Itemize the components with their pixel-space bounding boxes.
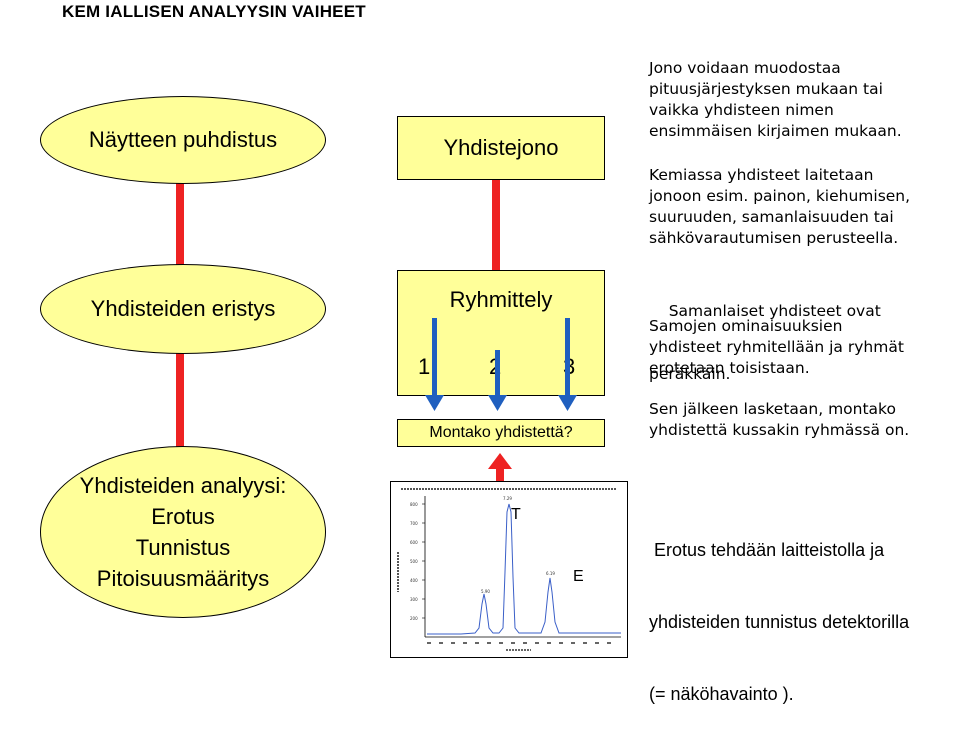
text-line: yhdisteet ryhmitellään ja ryhmät: [649, 338, 904, 356]
text-line: Samanlaiset yhdisteet ovat: [649, 302, 881, 320]
text-line: Samojen ominaisuuksien: [649, 317, 843, 335]
svg-text:600: 600: [410, 540, 418, 545]
text-line: Erotus tehdään laitteistolla ja: [649, 540, 885, 560]
ellipse-analysis: Yhdisteiden analyysi: Erotus Tunnistus P…: [40, 446, 326, 618]
page-title: KEM IALLISEN ANALYYSIN VAIHEET: [62, 2, 366, 21]
count-box: Montako yhdistettä?: [397, 419, 605, 447]
analysis-separation: Erotus: [151, 504, 215, 529]
svg-text:200: 200: [410, 616, 418, 621]
svg-text:400: 400: [410, 578, 418, 583]
group-arrows: [425, 318, 577, 411]
paragraph-queue: Jono voidaan muodostaa pituusjärjestykse…: [649, 58, 902, 142]
peak-label-t: T: [511, 506, 521, 523]
paragraph-chemistry: Kemiassa yhdisteet laitetaan jonoon esim…: [649, 165, 910, 249]
text-line: pituusjärjestyksen mukaan tai: [649, 80, 883, 98]
ellipse-isolation: Yhdisteiden eristys: [40, 264, 326, 354]
chromatogram-plot: 800 700 600 500 400 300 200 7.29 5.90 6.…: [395, 485, 623, 651]
arrow-group-2-icon: [488, 350, 507, 411]
text-line: jonoon esim. painon, kiehumisen,: [649, 187, 911, 205]
paragraph-separation: Erotus tehdään laitteistolla ja yhdistei…: [649, 490, 909, 730]
ellipse-sample-cleanup: Näytteen puhdistus: [40, 96, 326, 184]
text-line: yhdistettä kussakin ryhmässä on.: [649, 421, 910, 439]
grouping-label: Ryhmittely: [449, 287, 553, 312]
grouping-box: Ryhmittely: [397, 270, 605, 396]
up-arrow-icon: [488, 453, 512, 485]
text-line: Kemiassa yhdisteet laitetaan: [649, 166, 874, 184]
count-label: Montako yhdistettä?: [429, 424, 573, 441]
text-line: vaikka yhdisteen nimen: [649, 101, 834, 119]
svg-text:300: 300: [410, 597, 418, 602]
text-line: suuruuden, samanlaisuuden tai: [649, 208, 894, 226]
text-line: erotetaan toisistaan.: [649, 359, 810, 377]
text-line: Jono voidaan muodostaa: [649, 59, 841, 77]
arrow-group-1-icon: [425, 318, 444, 411]
text-line: sähkövarautumisen perusteella.: [649, 229, 899, 247]
text-line: yhdisteiden tunnistus detektorilla: [649, 612, 910, 632]
analysis-quantification: Pitoisuusmääritys: [96, 566, 270, 591]
analysis-identification: Tunnistus: [135, 535, 231, 560]
arrow-group-3-icon: [558, 318, 577, 411]
text-line: Sen jälkeen lasketaan, montako: [649, 400, 896, 418]
queue-box: Yhdistejono: [397, 116, 605, 180]
svg-text:5.90: 5.90: [481, 589, 490, 594]
connector-mid-1: [492, 180, 500, 271]
connector-left-1: [176, 181, 184, 265]
paragraph-counting: Sen jälkeen lasketaan, montako yhdistett…: [649, 399, 909, 441]
svg-text:700: 700: [410, 521, 418, 526]
connector-left-2: [176, 352, 184, 447]
analysis-heading: Yhdisteiden analyysi:: [79, 473, 287, 498]
text-line: (= näköhavainto ).: [649, 684, 794, 704]
queue-label: Yhdistejono: [443, 135, 559, 160]
svg-text:800: 800: [410, 502, 418, 507]
ellipse-isolation-label: Yhdisteiden eristys: [90, 296, 276, 321]
paragraph-grouping: Samojen ominaisuuksien yhdisteet ryhmite…: [649, 316, 904, 379]
group-number-1: 1: [418, 354, 431, 379]
svg-text:7.29: 7.29: [503, 496, 512, 501]
ellipse-sample-cleanup-label: Näytteen puhdistus: [88, 127, 278, 152]
text-line: peräkkäin.: [649, 365, 731, 383]
paragraph-similar: Samanlaiset yhdisteet ovat peräkkäin.: [649, 259, 881, 406]
chromatogram-image: 800 700 600 500 400 300 200 7.29 5.90 6.…: [390, 481, 628, 658]
peak-label-e: E: [573, 568, 584, 585]
svg-text:500: 500: [410, 559, 418, 564]
text-line: ensimmäisen kirjaimen mukaan.: [649, 122, 902, 140]
svg-text:6.19: 6.19: [546, 571, 555, 576]
